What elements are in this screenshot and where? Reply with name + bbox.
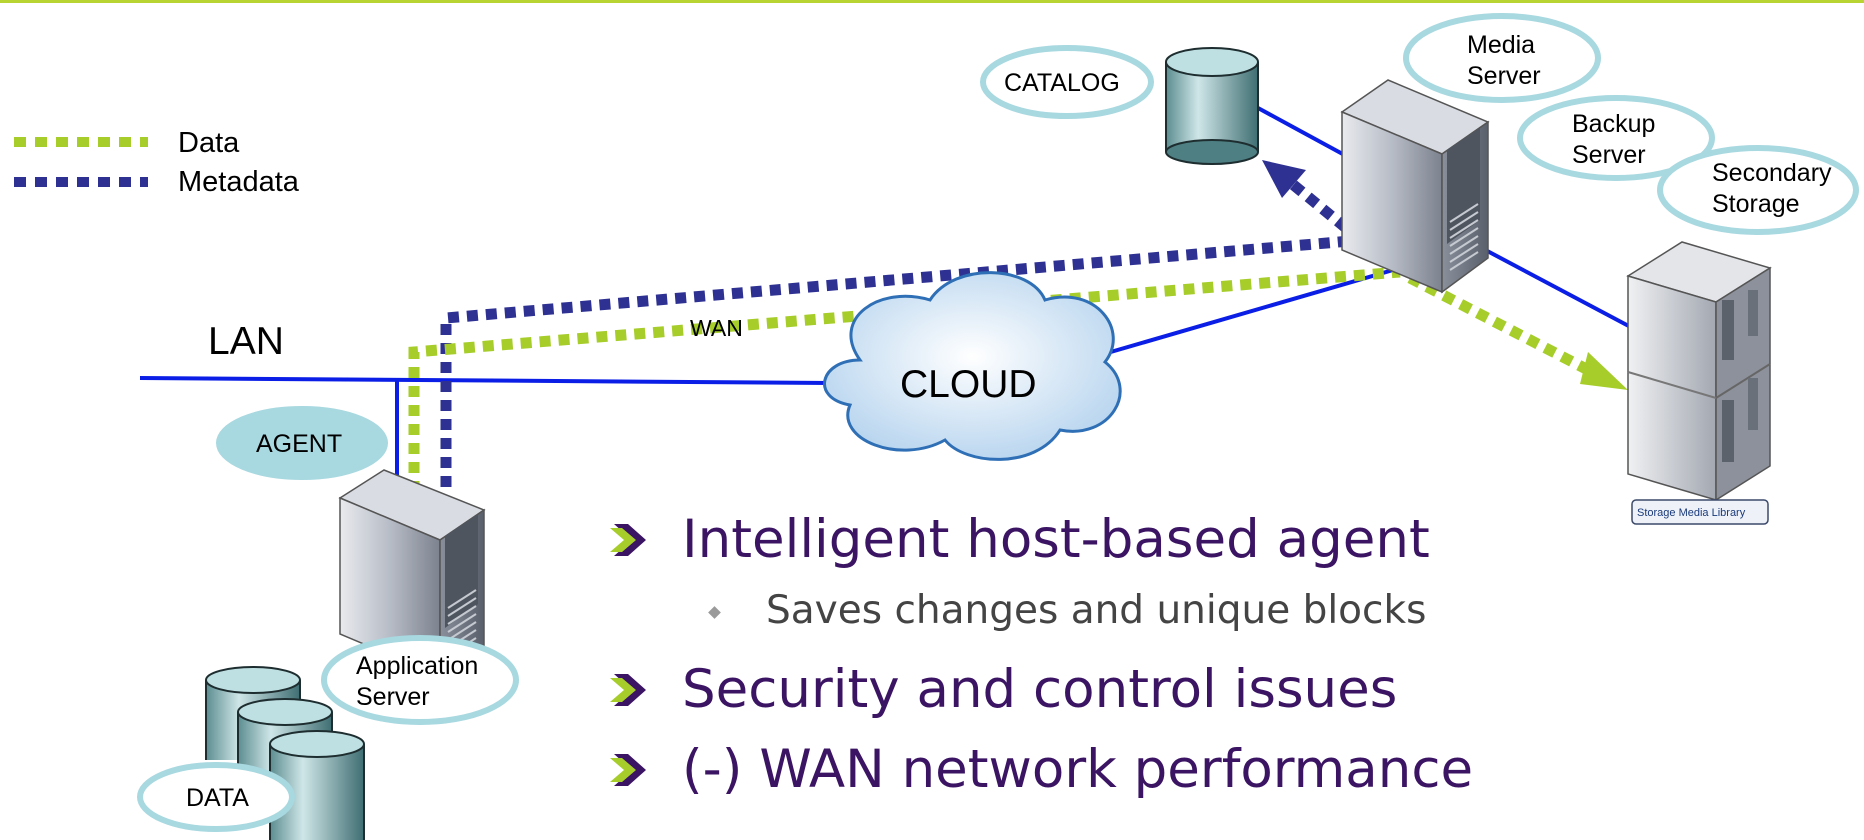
legend-metadata-label: Metadata <box>178 166 300 198</box>
backup-server-label-ellipse: Backup Server <box>1517 95 1715 181</box>
network-lines <box>139 106 1641 475</box>
diamond-bullet-icon <box>708 606 721 619</box>
bullet-item: (-) WAN network performance <box>610 738 1610 802</box>
sub-bullet-item: Saves changes and unique blocks <box>610 586 1610 636</box>
application-server <box>338 469 486 678</box>
sub-bullet-text: Saves changes and unique blocks <box>766 588 1427 633</box>
data-cylinder-3 <box>269 730 365 840</box>
catalog-database <box>1165 47 1259 165</box>
cloud-shape <box>823 271 1122 461</box>
bullet-text: Intelligent host-based agent <box>682 509 1430 570</box>
application-server-label-line1: Application <box>356 652 478 680</box>
bullet-text: Security and control issues <box>682 659 1398 720</box>
storage-media-library: Storage Media Library <box>1626 241 1772 525</box>
lan-line <box>139 376 831 385</box>
chevron-bullet-icon <box>610 674 646 706</box>
data-label-ellipse: DATA <box>137 762 295 832</box>
metadata-path <box>440 160 1363 487</box>
media-server-label-line1: Media <box>1467 31 1535 59</box>
wan-label: WAN <box>690 315 743 341</box>
cloud-label: CLOUD <box>900 363 1037 406</box>
media-server-label-line2: Server <box>1467 62 1541 90</box>
backup-server-label-line2: Server <box>1572 141 1646 169</box>
catalog-link <box>1257 106 1351 160</box>
secondary-storage-label-line1: Secondary <box>1712 159 1832 187</box>
legend: Data Metadata <box>14 127 300 198</box>
storage-link <box>1475 243 1641 334</box>
data-arrowhead <box>1580 352 1628 390</box>
backup-server-label-line1: Backup <box>1572 110 1655 138</box>
metadata-to-catalog-line <box>1286 177 1350 233</box>
data-to-storage-line <box>1407 273 1595 377</box>
lan-label: LAN <box>208 320 284 363</box>
data-label: DATA <box>186 784 249 812</box>
metadata-arrowhead <box>1262 160 1306 198</box>
cloud: CLOUD <box>823 271 1122 461</box>
secondary-storage-label-line2: Storage <box>1712 190 1800 218</box>
bullet-item: Intelligent host-based agent <box>610 508 1610 572</box>
agent-label-ellipse: AGENT <box>216 406 388 480</box>
bullet-text: (-) WAN network performance <box>682 739 1474 800</box>
wan-line <box>1089 266 1401 360</box>
bullet-list: Intelligent host-based agent Saves chang… <box>610 508 1610 802</box>
metadata-line <box>440 234 1363 487</box>
top-rule <box>0 0 1864 3</box>
chevron-bullet-icon <box>610 524 646 556</box>
catalog-label-ellipse: CATALOG <box>980 45 1154 119</box>
bullet-item: Security and control issues <box>610 658 1610 722</box>
storage-media-library-label: Storage Media Library <box>1637 507 1746 519</box>
catalog-label: CATALOG <box>1004 69 1120 97</box>
application-server-label-ellipse: Application Server <box>321 635 519 725</box>
secondary-storage-label-ellipse: Secondary Storage <box>1657 145 1859 235</box>
agent-label: AGENT <box>256 430 342 458</box>
application-server-label-line2: Server <box>356 683 430 711</box>
media-server-label-ellipse: Media Server <box>1403 13 1601 103</box>
chevron-bullet-icon <box>610 754 646 786</box>
legend-data-label: Data <box>178 127 240 159</box>
media-server <box>1340 79 1490 294</box>
